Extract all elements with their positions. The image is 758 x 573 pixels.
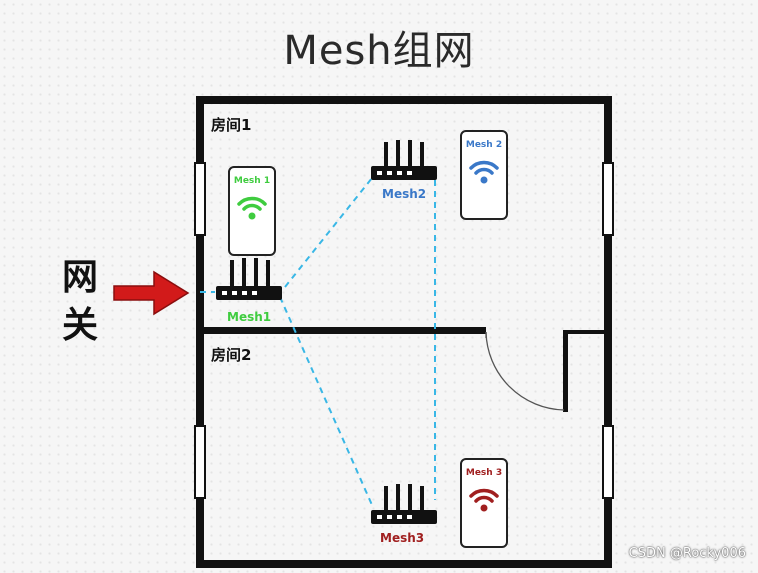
window-left-bottom [194,425,206,499]
router-mesh1-label: Mesh1 [227,310,272,324]
phone-mesh2: Mesh 2 [460,130,508,220]
wall-divider [196,327,486,334]
router-mesh2-icon [371,140,437,180]
link-mesh1-mesh3 [279,296,373,506]
wall-top [196,96,612,104]
credit-watermark: CSDN @Rocky006 [628,546,746,561]
phone-mesh2-label: Mesh 2 [465,140,503,150]
door-jamb [563,330,568,412]
router-mesh3-icon [371,484,437,524]
room-2-label: 房间2 [211,346,252,364]
window-right-bottom [602,425,614,499]
wall-divider-right [563,330,612,334]
room-1-label: 房间1 [211,116,252,134]
wifi-icon-red [469,488,499,512]
wifi-icon-green [237,196,267,220]
phone-mesh1-label: Mesh 1 [233,176,271,186]
window-right-top [602,162,614,236]
wifi-icon-blue [469,160,499,184]
link-mesh1-mesh2 [284,177,373,288]
phone-mesh3-label: Mesh 3 [465,468,503,478]
wall-bottom [196,560,612,568]
phone-mesh3: Mesh 3 [460,458,508,548]
gateway-label-top: 网 [62,257,99,298]
window-left-top [194,162,206,236]
router-mesh2-label: Mesh2 [382,187,427,201]
door-arc [485,331,565,411]
router-mesh1-icon [216,258,282,300]
diagram-title: Mesh组网 [283,28,475,74]
router-mesh3-label: Mesh3 [380,531,425,545]
phone-mesh1: Mesh 1 [228,166,276,256]
gateway-arrow-icon [113,270,190,316]
gateway-label-bottom: 关 [62,305,99,346]
